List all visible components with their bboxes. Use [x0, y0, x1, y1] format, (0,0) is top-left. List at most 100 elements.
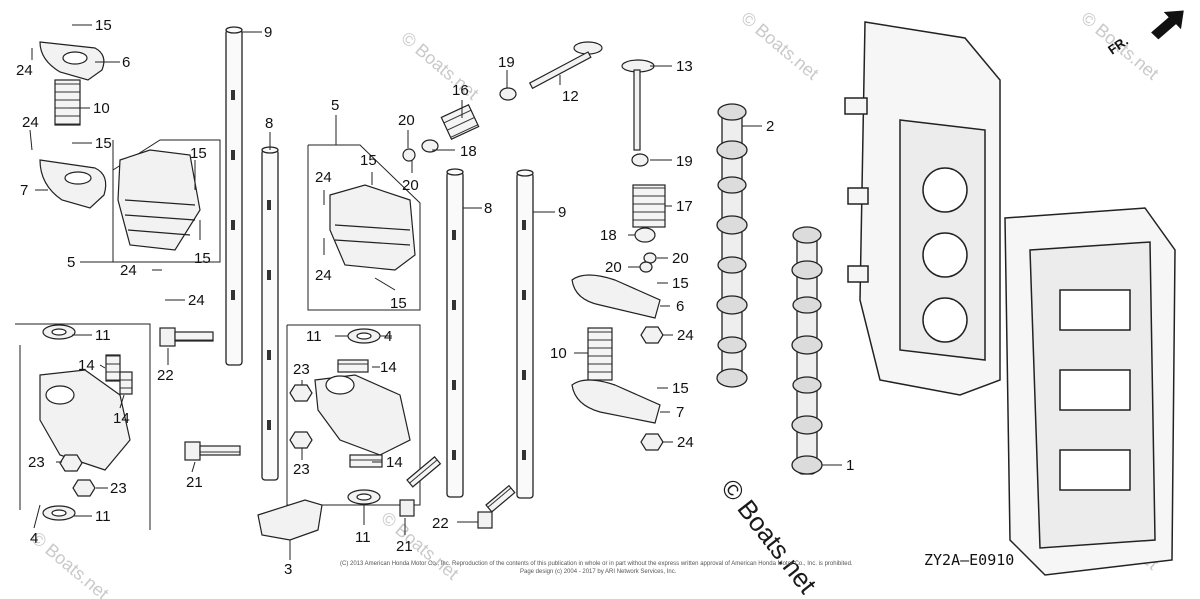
copyright-line-2: Page design (c) 2004 - 2017 by ARI Netwo…	[520, 569, 677, 575]
group-frame-5-center	[307, 144, 421, 311]
watermark-text: © Boats.net	[737, 8, 822, 84]
callout-16: 16	[452, 82, 469, 99]
callout-21: 21	[186, 474, 203, 491]
cotter-20c	[639, 261, 653, 273]
diagram-code: ZY2A–E0910	[924, 551, 1014, 569]
callout-18: 18	[600, 227, 617, 244]
rocker-shaft-8-center	[446, 171, 464, 498]
watermark-text: © Boats.net	[27, 528, 112, 599]
bolt-22-center-head	[477, 511, 493, 529]
cylinder-heads	[844, 21, 1176, 576]
callout-24: 24	[16, 62, 33, 79]
callout-24: 24	[315, 169, 332, 186]
callout-17: 17	[676, 198, 693, 215]
callout-24: 24	[315, 267, 332, 284]
group-frame-4-center	[286, 324, 421, 506]
callout-2: 2	[766, 118, 774, 135]
callout-15: 15	[95, 17, 112, 34]
watermark-text: © Boats.net	[377, 508, 462, 584]
adjust-screw-14b	[119, 371, 133, 395]
bracket-3	[257, 499, 323, 541]
callout-labels: 15 6 24 10 24 15 7 15 5 24 15 24 22 11 1…	[16, 17, 854, 578]
seal-19a	[499, 87, 517, 101]
retainer-18b	[634, 227, 656, 243]
rocker-arm-parts	[39, 41, 666, 541]
bolt-22-head	[159, 327, 176, 347]
callout-12: 12	[562, 88, 579, 105]
cotter-20a	[402, 148, 416, 162]
group-frame-5-left	[112, 139, 221, 263]
adjust-screw-14a	[105, 354, 121, 382]
callout-19: 19	[676, 153, 693, 170]
front-arrow-icon	[1151, 10, 1184, 40]
valve-12-stem	[528, 51, 592, 90]
callout-5: 5	[331, 97, 339, 114]
callout-1: 1	[846, 457, 854, 474]
callout-23: 23	[293, 361, 310, 378]
nut-23a	[59, 454, 83, 472]
nut-23d	[289, 431, 313, 449]
callout-24: 24	[120, 262, 137, 279]
rocker-shaft-8-left	[261, 149, 279, 481]
callout-4: 4	[30, 530, 38, 547]
bolt-21-center-head	[399, 499, 415, 517]
callout-4: 4	[384, 328, 392, 345]
group-frame-4-left	[15, 323, 151, 530]
callout-6: 6	[676, 298, 684, 315]
callout-21: 21	[396, 538, 413, 555]
rocker-shaft-9-left	[225, 29, 243, 366]
callout-23: 23	[293, 461, 310, 478]
callout-15: 15	[360, 152, 377, 169]
spring-10-left	[54, 79, 81, 126]
callout-8: 8	[484, 200, 492, 217]
shaft-holes	[231, 90, 526, 460]
valve-13-stem	[633, 69, 641, 151]
bolt-21-head	[184, 441, 201, 461]
callout-10: 10	[550, 345, 567, 362]
callout-11: 11	[95, 508, 111, 525]
callout-10: 10	[93, 100, 110, 117]
watermark-text: © Boats.net	[397, 28, 482, 104]
retainer-18a	[421, 139, 439, 153]
callout-3: 3	[284, 561, 292, 578]
callout-14: 14	[386, 454, 403, 471]
callout-24: 24	[677, 434, 694, 451]
rocker-shafts	[225, 26, 534, 499]
callout-15: 15	[672, 275, 689, 292]
callout-20: 20	[672, 250, 689, 267]
callout-9: 9	[558, 204, 566, 221]
callout-23: 23	[110, 480, 127, 497]
callout-15: 15	[390, 295, 407, 312]
callout-14: 14	[78, 357, 95, 374]
rocker-arm-6-right	[571, 274, 661, 319]
callout-11: 11	[95, 327, 111, 344]
copyright-line-1: (C) 2013 American Honda Motor Co., Inc. …	[340, 561, 853, 567]
callout-5: 5	[67, 254, 75, 271]
nut-24h	[640, 433, 664, 451]
callout-20: 20	[398, 112, 415, 129]
callout-14: 14	[380, 359, 397, 376]
leader-lines	[29, 24, 842, 560]
callout-24: 24	[22, 114, 39, 131]
rocker-arm-14-center	[314, 374, 411, 456]
callout-7: 7	[676, 404, 684, 421]
rocker-arm-7-right	[571, 379, 661, 424]
spring-17	[632, 184, 666, 228]
callout-19: 19	[498, 54, 515, 71]
callout-8: 8	[265, 115, 273, 132]
callout-24: 24	[677, 327, 694, 344]
callout-22: 22	[157, 367, 174, 384]
callout-15: 15	[95, 135, 112, 152]
callout-22: 22	[432, 515, 449, 532]
callout-20: 20	[605, 259, 622, 276]
watermark-main: © Boats.net	[715, 473, 823, 599]
callout-24: 24	[188, 292, 205, 309]
group-frames	[15, 139, 421, 530]
callout-18: 18	[460, 143, 477, 160]
callout-23: 23	[28, 454, 45, 471]
spring-10-right	[587, 327, 613, 381]
nut-23b	[72, 479, 96, 497]
callout-15: 15	[190, 145, 207, 162]
callout-9: 9	[264, 24, 272, 41]
